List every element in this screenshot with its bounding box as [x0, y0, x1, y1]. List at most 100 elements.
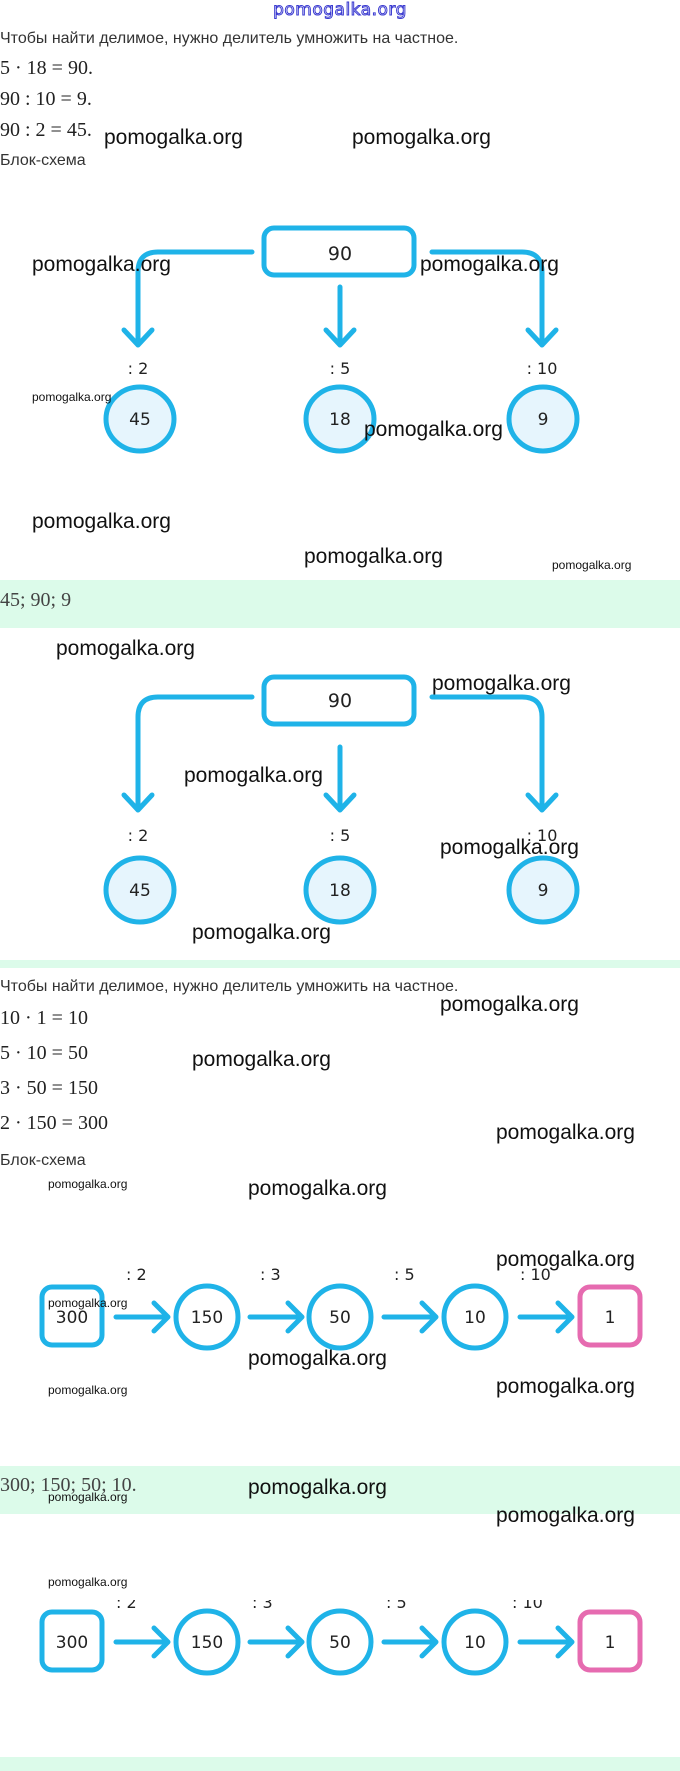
- equation: 2 · 150 = 300: [0, 1112, 108, 1134]
- branch-op: : 5: [330, 359, 351, 378]
- watermark: pomogalka.org: [496, 1375, 635, 1398]
- scheme-heading: Блок-схема: [0, 152, 86, 169]
- chain-circle: [173, 1608, 241, 1676]
- chain-value: 10: [464, 1633, 486, 1653]
- branch-value: 45: [129, 881, 151, 901]
- chain-op: : 3: [260, 1265, 281, 1284]
- separator-band: [0, 1757, 680, 1771]
- watermark: pomogalka.org: [248, 1347, 387, 1370]
- root-box: [261, 674, 417, 727]
- result-circle: [103, 855, 177, 925]
- watermark: pomogalka.org: [48, 1575, 128, 1589]
- chain-op: : 5: [394, 1265, 415, 1284]
- end-box: [577, 1284, 643, 1348]
- branch-value: 9: [538, 881, 549, 901]
- watermark: pomogalka.org: [32, 510, 171, 533]
- branch-op: : 2: [128, 359, 149, 378]
- answer-text: 45; 90; 9: [0, 589, 72, 611]
- branch-value: 9: [538, 410, 549, 430]
- chain-value: 150: [191, 1633, 223, 1653]
- chain-value: 10: [464, 1308, 486, 1328]
- chain-op: : 10: [520, 1265, 551, 1284]
- chain-arrow: [381, 1300, 439, 1334]
- end-box: [577, 1609, 643, 1673]
- branch-value: 18: [329, 881, 351, 901]
- equation: 90 : 2 = 45.: [0, 119, 92, 141]
- chain-value: 300: [56, 1633, 88, 1653]
- watermark: pomogalka.org: [32, 390, 112, 404]
- chain-op: : 5: [386, 1600, 407, 1612]
- rule-text: Чтобы найти делимое, нужно делитель умно…: [0, 978, 459, 995]
- chain-value: 300: [56, 1308, 88, 1328]
- watermark: pomogalka.org: [496, 1248, 635, 1271]
- equation: 90 : 10 = 9.: [0, 88, 92, 110]
- chain-arrow: [113, 1625, 171, 1659]
- branch-op: : 10: [527, 826, 558, 845]
- chain-arrow: [113, 1300, 171, 1334]
- branch-value: 18: [329, 410, 351, 430]
- equation: 10 · 1 = 10: [0, 1007, 88, 1029]
- watermark: pomogalka.org: [496, 1121, 635, 1144]
- chain-circle: [173, 1283, 241, 1351]
- result-circle: [103, 384, 177, 454]
- chain-op: : 3: [252, 1600, 273, 1612]
- rule-text: Чтобы найти делимое, нужно делитель умно…: [0, 30, 459, 47]
- tree-diagram: 90 : 2 : 5 : 10 45 18 9: [103, 225, 580, 454]
- chain-circle: [441, 1283, 509, 1351]
- chain-arrow: [247, 1625, 305, 1659]
- equation: 5 · 10 = 50: [0, 1042, 88, 1064]
- watermark: pomogalka.org: [32, 253, 171, 276]
- chain-op: : 10: [512, 1600, 543, 1612]
- answer-band: [0, 580, 680, 628]
- chain-diagram: : 2 : 3 : 5 : 10 300 150 50 10 1: [39, 1265, 643, 1351]
- watermark: pomogalka.org: [352, 126, 491, 149]
- watermark: pomogalka.org: [440, 836, 579, 859]
- watermark: pomogalka.org: [440, 993, 579, 1016]
- chain-diagram: : 2 : 3 : 5 : 10 300 150 50 10 1: [39, 1600, 643, 1676]
- watermark: pomogalka.org: [184, 764, 323, 787]
- watermark: pomogalka.org: [192, 921, 331, 944]
- branch-arrow-middle: [323, 744, 357, 813]
- start-box: [39, 1284, 105, 1348]
- scheme-heading: Блок-схема: [0, 1152, 86, 1169]
- watermark: pomogalka.org: [496, 1504, 635, 1527]
- chain-arrow: [247, 1300, 305, 1334]
- chain-arrow: [517, 1625, 575, 1659]
- tree-diagram: 90 : 2 : 5 : 10 45 18 9: [103, 674, 580, 925]
- answer-text: 300; 150; 50; 10.: [0, 1474, 137, 1496]
- separator-band: [0, 960, 680, 968]
- chain-value: 1: [605, 1633, 616, 1653]
- chain-circle: [306, 1608, 374, 1676]
- chain-op: : 2: [116, 1600, 137, 1612]
- chain-value: 150: [191, 1308, 223, 1328]
- chain-circle: [441, 1608, 509, 1676]
- branch-arrow-left: [121, 694, 255, 813]
- watermark: pomogalka.org: [420, 253, 559, 276]
- chain-op: : 2: [126, 1265, 147, 1284]
- chain-arrow: [517, 1300, 575, 1334]
- result-circle: [506, 855, 580, 925]
- branch-op: : 10: [527, 359, 558, 378]
- chain-value: 50: [329, 1633, 351, 1653]
- branch-arrow-right: [429, 249, 559, 348]
- branch-op: : 5: [330, 826, 351, 845]
- chain-arrow: [381, 1625, 439, 1659]
- root-box: [261, 225, 417, 278]
- answer-band: [0, 1466, 680, 1514]
- branch-arrow-right: [429, 694, 559, 813]
- chain-value: 50: [329, 1308, 351, 1328]
- watermark: pomogalka.org: [48, 1383, 128, 1397]
- root-value: 90: [328, 690, 352, 712]
- watermark: pomogalka.org: [552, 558, 632, 572]
- site-logo[interactable]: pomogalka.org: [273, 0, 407, 21]
- branch-op: : 2: [128, 826, 149, 845]
- equation: 3 · 50 = 150: [0, 1077, 98, 1099]
- result-circle: [303, 855, 377, 925]
- watermark: pomogalka.org: [432, 672, 571, 695]
- equation: 5 · 18 = 90.: [0, 57, 93, 79]
- branch-arrow-left: [121, 249, 255, 348]
- watermark: pomogalka.org: [248, 1177, 387, 1200]
- watermark: pomogalka.org: [364, 418, 503, 441]
- watermark: pomogalka.org: [48, 1490, 128, 1504]
- start-box: [39, 1609, 105, 1673]
